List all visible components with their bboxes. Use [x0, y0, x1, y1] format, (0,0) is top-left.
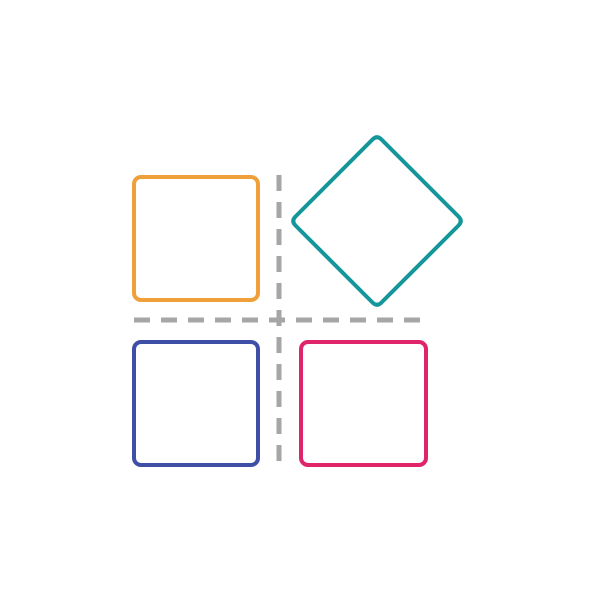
- top-right-diamond: [291, 135, 463, 307]
- bottom-left-square: [132, 340, 260, 467]
- bottom-right-square: [299, 340, 428, 467]
- top-left-square: [132, 175, 260, 302]
